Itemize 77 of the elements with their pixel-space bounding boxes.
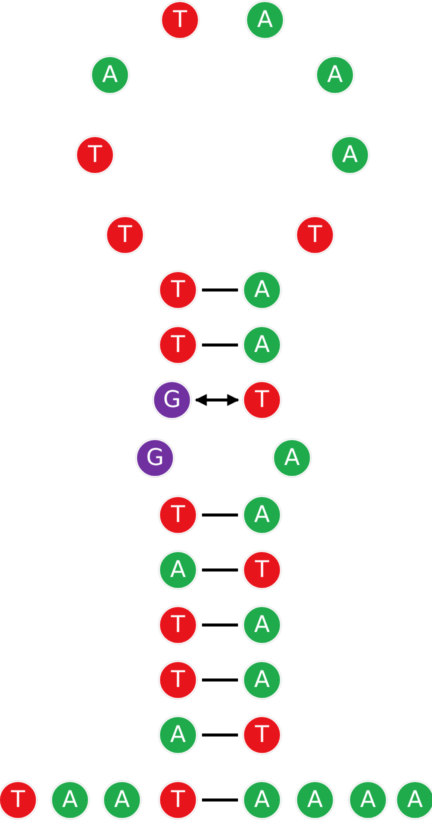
- nucleotide-circle: [316, 56, 354, 94]
- nucleotide-circle: [91, 56, 129, 94]
- nucleotide-circle: [246, 1, 284, 39]
- nucleotide-circle: [159, 606, 197, 644]
- nucleotide-circle: [136, 439, 174, 477]
- nucleotide-circle: [243, 551, 281, 589]
- base-letter: A: [170, 724, 186, 746]
- base-letter: A: [327, 64, 343, 86]
- base-letter: A: [254, 614, 270, 636]
- nucleotide-circle: [103, 781, 141, 819]
- base-letter: T: [118, 224, 132, 246]
- base-letter: T: [254, 724, 270, 746]
- base-letter: A: [254, 334, 270, 356]
- nucleotide-circle: [0, 781, 37, 819]
- base-letter: A: [102, 64, 118, 86]
- base-pair-line: [202, 514, 238, 516]
- base-pair-line: [202, 798, 238, 802]
- nucleotide-circle: [243, 496, 281, 534]
- nucleotide-circle: [153, 381, 191, 419]
- nucleotide-circle: [396, 781, 432, 819]
- nucleotide-circle: [159, 661, 197, 699]
- base-letter: A: [170, 558, 186, 582]
- double-arrow: [194, 394, 240, 406]
- base-letter: A: [307, 788, 323, 812]
- base-letter: T: [170, 504, 186, 526]
- base-letter: A: [254, 788, 270, 812]
- base-letter: A: [360, 788, 376, 812]
- nucleotide-circle: [243, 606, 281, 644]
- base-pair-line: [202, 678, 238, 682]
- nucleotide-circle: [159, 496, 197, 534]
- base-letter: A: [114, 788, 130, 812]
- base-letter: T: [10, 788, 26, 812]
- nucleotide-circle: [159, 271, 197, 309]
- nucleotide-circle: [243, 271, 281, 309]
- nucleotide-circle: [243, 381, 281, 419]
- base-letter: A: [407, 788, 423, 812]
- nucleotide-circle: [159, 716, 197, 754]
- base-pair-line: [202, 344, 238, 346]
- nucleotide-circle: [331, 136, 369, 174]
- base-pair-line: [202, 624, 238, 626]
- base-letter: T: [254, 558, 270, 582]
- nucleotide-circle: [243, 781, 281, 819]
- nucleotide-circle: [159, 551, 197, 589]
- base-pair-line: [202, 568, 238, 572]
- nucleotide-circle: [106, 216, 144, 254]
- nucleotide-circle: [296, 781, 334, 819]
- nucleotide-circle: [243, 716, 281, 754]
- nucleotide-circle: [243, 326, 281, 364]
- base-letter: T: [170, 278, 186, 302]
- base-letter: T: [88, 144, 102, 166]
- base-letter: T: [308, 224, 322, 246]
- base-letter: A: [257, 8, 273, 32]
- base-letter: A: [284, 446, 300, 470]
- nucleotide-circle: [51, 781, 89, 819]
- base-pair-line: [202, 734, 238, 736]
- base-letter: A: [62, 788, 78, 812]
- base-letter: T: [170, 788, 186, 812]
- base-letter: A: [254, 668, 270, 692]
- nucleotide-circle: [161, 1, 199, 39]
- base-letter: G: [163, 388, 181, 412]
- base-letter: T: [170, 334, 186, 356]
- base-letter: A: [254, 504, 270, 526]
- base-letter: A: [254, 278, 270, 302]
- nucleotide-circle: [76, 136, 114, 174]
- nucleotide-circle: [159, 326, 197, 364]
- base-pair-line: [202, 288, 238, 292]
- nucleotide-circle: [349, 781, 387, 819]
- nucleotide-circle: [296, 216, 334, 254]
- base-letter: A: [342, 144, 358, 166]
- nucleotide-circle: [273, 439, 311, 477]
- base-letter: T: [170, 668, 186, 692]
- base-letter: T: [254, 388, 270, 412]
- base-letter: G: [146, 446, 164, 470]
- base-letter: T: [172, 8, 188, 32]
- nucleotide-circle: [159, 781, 197, 819]
- base-letter: T: [170, 614, 186, 636]
- nucleotide-circle: [243, 661, 281, 699]
